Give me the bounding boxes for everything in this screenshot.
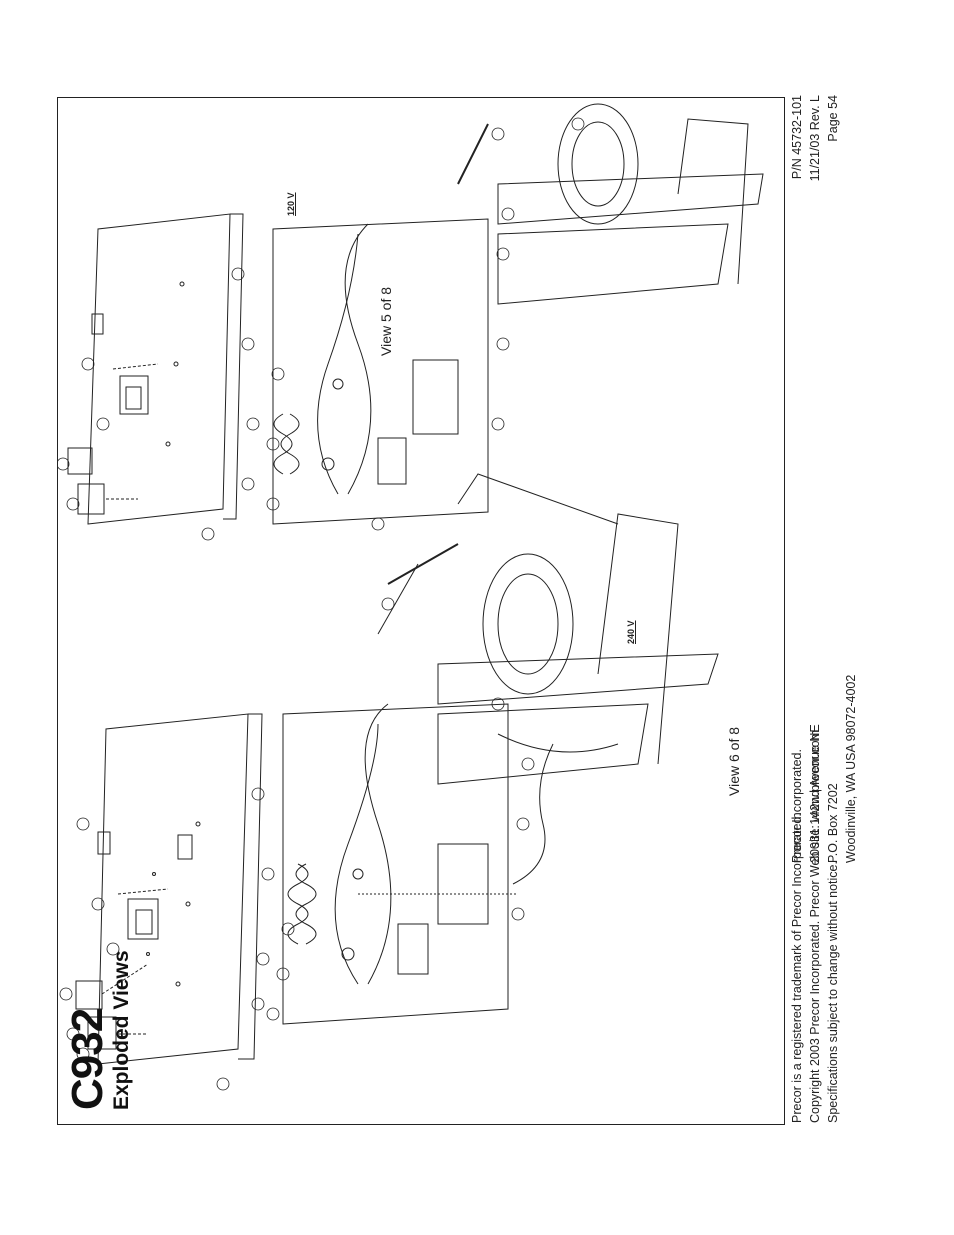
address-line: Precor Incorporated. [790, 749, 804, 863]
view5-label: View 5 of 8 [378, 286, 394, 356]
view6-plate [282, 703, 554, 1025]
view6-label: View 6 of 8 [726, 726, 742, 796]
exploded-view-drawing [58, 103, 764, 1091]
callout-balloons [58, 117, 585, 1091]
view5-plate [272, 218, 489, 525]
model-name: C932 [63, 1008, 112, 1110]
address-line: Woodinville, WA USA 98072-4002 [844, 674, 858, 863]
page-number: Page 54 [826, 95, 840, 142]
drawing-frame: C932 Exploded Views View 6 of 8 View 5 o… [57, 97, 785, 1125]
document-info: P/N 45732-101 11/21/03 Rev. L Page 54 [788, 95, 842, 205]
part-number: P/N 45732-101 [790, 95, 804, 180]
view6-components [75, 831, 193, 1050]
revision-date: 11/21/03 Rev. L [808, 95, 822, 182]
title-block: C932 Exploded Views [63, 950, 134, 1111]
view6-tray [97, 713, 263, 1065]
address-line: P.O. Box 7202 [826, 783, 840, 863]
view6-frame [377, 473, 719, 785]
address-line: 20031 142nd Avenue NE [808, 724, 822, 863]
company-address: Precor Incorporated. 20031 142nd Avenue … [788, 675, 860, 863]
label-120v: 120 V [286, 192, 296, 216]
section-title: Exploded Views [110, 950, 133, 1111]
label-240v: 240 V [626, 620, 636, 644]
view5-tray [87, 213, 244, 525]
view5-components [67, 313, 159, 515]
